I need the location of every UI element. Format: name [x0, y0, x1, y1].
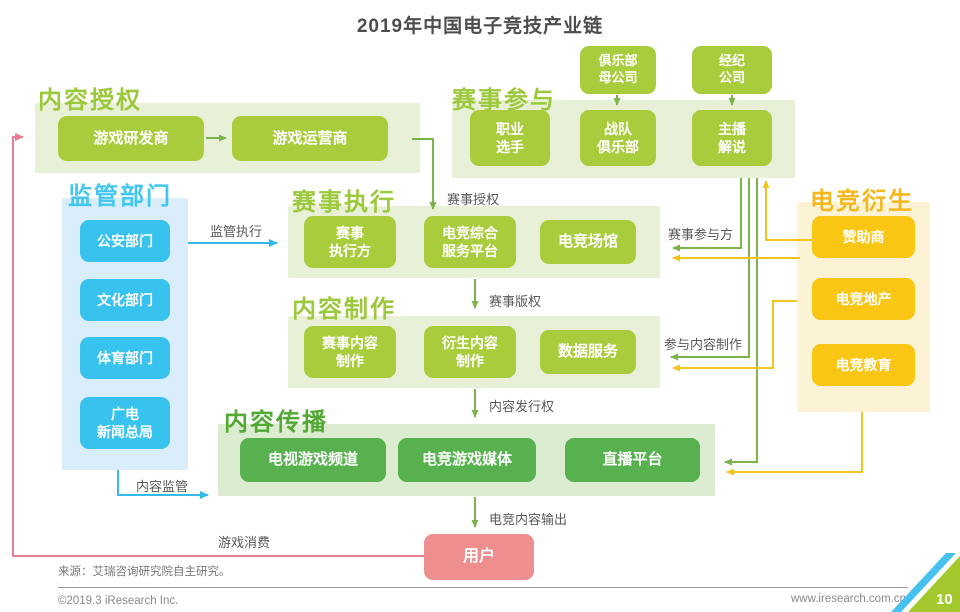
flow-label-content-regulation: 内容监管 — [136, 479, 189, 494]
section-header-event-participation: 赛事参与 — [452, 87, 556, 114]
page-number: 10 — [936, 591, 953, 608]
section-header-content-production: 内容制作 — [292, 296, 396, 323]
flow-label-content-release-rights: 内容发行权 — [489, 399, 555, 414]
node-esports-real-estate: 电竞地产 — [812, 278, 915, 320]
flow-label-esports-content-output: 电竞内容输出 — [489, 512, 568, 527]
node-event-executor: 赛事 执行方 — [304, 216, 396, 268]
flow-label-event-authorization: 赛事授权 — [447, 192, 500, 207]
flow-label-regulation-execution: 监管执行 — [210, 224, 263, 239]
node-esports-game-media: 电竞游戏媒体 — [398, 438, 536, 482]
node-derivative-content-production: 衍生内容 制作 — [424, 326, 516, 378]
source-note: 来源：艾瑞咨询研究院自主研究。 — [58, 566, 231, 578]
flow-label-event-copyright: 赛事版权 — [489, 294, 542, 309]
flow-label-event-participants: 赛事参与方 — [668, 227, 734, 242]
node-club-parent-company: 俱乐部 母公司 — [580, 46, 656, 94]
page-title: 2019年中国电子竞技产业链 — [356, 16, 604, 37]
node-team-club: 战队 俱乐部 — [580, 110, 656, 166]
node-event-content-production: 赛事内容 制作 — [304, 326, 396, 378]
section-header-event-execution: 赛事执行 — [292, 189, 396, 216]
node-data-service: 数据服务 — [540, 330, 636, 374]
section-header-content-distribution: 内容传播 — [224, 409, 328, 436]
flow-label-game-consumption: 游戏消费 — [218, 535, 271, 550]
node-radio-tv-press-bureau: 广电 新闻总局 — [80, 397, 170, 449]
node-tv-game-channel: 电视游戏频道 — [240, 438, 386, 482]
node-esports-education: 电竞教育 — [812, 344, 915, 386]
flow-label-join-content-production: 参与内容制作 — [664, 337, 743, 352]
section-header-content-auth: 内容授权 — [38, 87, 142, 114]
node-esports-venue: 电竞场馆 — [540, 220, 636, 264]
node-game-developer: 游戏研发商 — [58, 116, 204, 161]
node-sports-dept: 体育部门 — [80, 337, 170, 379]
node-agency-company: 经纪 公司 — [692, 46, 772, 94]
node-public-security-dept: 公安部门 — [80, 220, 170, 262]
node-live-streaming-platform: 直播平台 — [565, 438, 700, 482]
node-anchor-commentator: 主播 解说 — [692, 110, 772, 166]
node-game-operator: 游戏运营商 — [232, 116, 388, 161]
node-sponsor: 赞助商 — [812, 216, 915, 258]
node-pro-player: 职业 选手 — [470, 110, 550, 166]
website-url: www.iresearch.com.cn — [790, 593, 906, 605]
node-user: 用户 — [424, 534, 534, 580]
footer-divider — [58, 587, 908, 588]
section-header-derivatives: 电竞衍生 — [810, 188, 914, 215]
node-esports-service-platform: 电竞综合 服务平台 — [424, 216, 516, 268]
copyright-text: ©2019.3 iResearch Inc. — [58, 595, 179, 607]
section-header-regulators: 监管部门 — [68, 183, 172, 210]
node-culture-dept: 文化部门 — [80, 279, 170, 321]
